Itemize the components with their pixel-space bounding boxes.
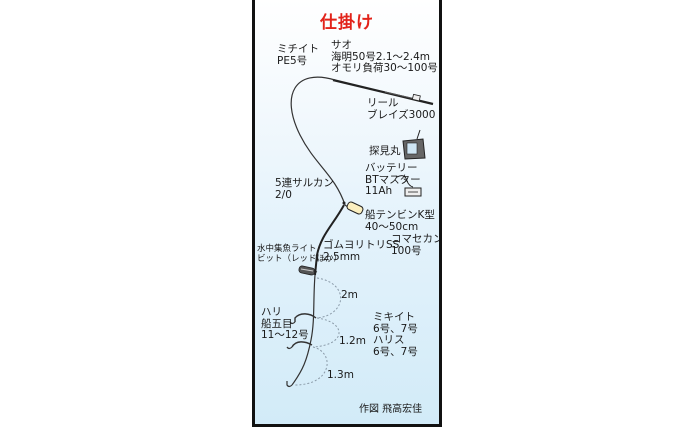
credit-label: 作図 飛高宏佳 <box>359 404 423 415</box>
hook-branch-2 <box>286 341 313 350</box>
hook-end <box>286 381 293 388</box>
sinker-label: コマセカン 100号 <box>391 233 442 257</box>
tenbin-sinker-icon <box>346 201 364 215</box>
battery-icon <box>396 175 422 197</box>
rod-label: サオ 海明50号2.1～2.4m オモリ負荷30～100号 <box>331 39 438 74</box>
cushion-rubber <box>314 204 345 276</box>
fishfinder-label: 探見丸 <box>369 145 401 157</box>
distance-1.2m-label: 1.2m <box>339 335 366 347</box>
distance-1.3m-label: 1.3m <box>327 369 354 381</box>
tenbin-label: 船テンビンK型 40～50cm <box>365 209 435 233</box>
underwater-light-icon <box>298 265 318 276</box>
cushion-rubber-label: ゴムヨリトリSS 2.5mm <box>323 239 400 263</box>
reel-label: リール ブレイズ3000 <box>367 97 436 121</box>
fishfinder-icon <box>402 129 426 160</box>
distance-arc-1.2m <box>312 317 340 348</box>
distance-arc-1.3m <box>294 346 328 386</box>
hook-branch-1 <box>289 313 317 325</box>
swivel-label: 5連サルカン 2/0 <box>275 177 334 201</box>
distance-arc-2m <box>316 277 342 319</box>
line-specs-label: ミキイト 6号、7号 ハリス 6号、7号 <box>373 311 418 358</box>
swivel-icon <box>342 201 346 205</box>
main-line <box>290 76 346 206</box>
mikiito-line <box>291 274 316 386</box>
tackle-diagram-panel: 仕掛け <box>252 0 442 427</box>
hook-label: ハリ 船五目 11～12号 <box>261 306 309 341</box>
michiito-label: ミチイト PE5号 <box>277 43 319 67</box>
diagram-title: 仕掛け <box>320 13 374 33</box>
battery-label: バッテリー BTマスター 11Ah <box>365 162 421 197</box>
rig-illustration <box>286 76 434 388</box>
underwater-light-label: 水中集魚ライト ビット（レッドほか） <box>257 244 343 264</box>
rod-icon <box>332 78 434 106</box>
distance-2m-label: 2m <box>341 289 358 301</box>
